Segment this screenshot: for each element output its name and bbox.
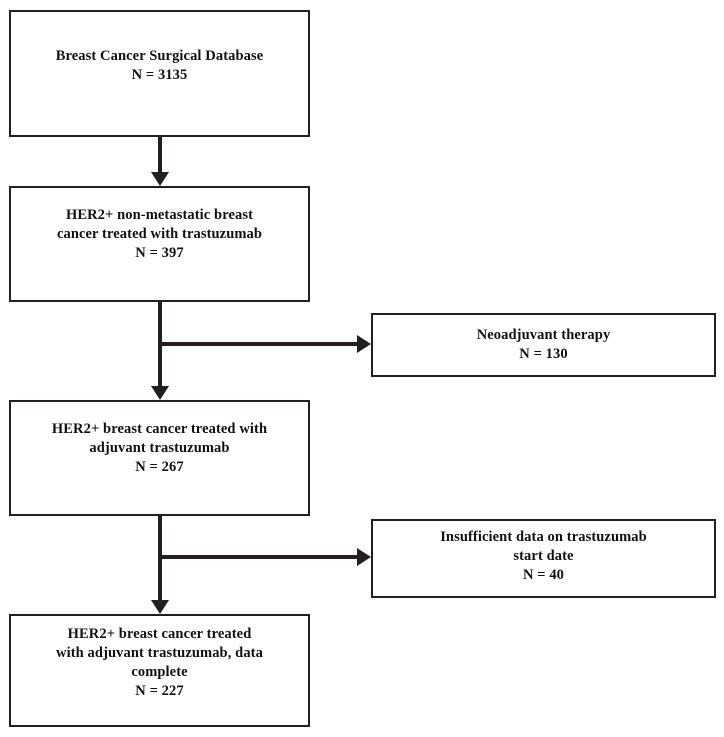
node-label-her2-adjuvant: HER2+ breast cancer treated with adjuvan… (51, 420, 268, 475)
node-breast-cancer-surgical-database: Breast Cancer Surgical Database N = 3135 (9, 10, 310, 137)
arrowhead-down-icon (151, 172, 169, 186)
arrowhead-right-icon (357, 548, 371, 566)
node-her2-adjuvant-data-complete: HER2+ breast cancer treated with adjuvan… (9, 614, 310, 727)
connector-her2-nonmetastatic-to-neoadjuvant (158, 342, 363, 346)
connector-her2-adjuvant-to-insufficient-data (158, 555, 363, 559)
node-her2-adjuvant-trastuzumab: HER2+ breast cancer treated with adjuvan… (9, 400, 310, 516)
node-label-database: Breast Cancer Surgical Database N = 3135 (55, 47, 264, 83)
arrowhead-down-icon (151, 386, 169, 400)
node-her2-nonmetastatic-trastuzumab: HER2+ non-metastatic breast cancer treat… (9, 186, 310, 302)
arrowhead-down-icon (151, 600, 169, 614)
connector-database-to-her2-nonmetastatic (158, 137, 162, 173)
node-neoadjuvant-therapy: Neoadjuvant therapy N = 130 (371, 313, 716, 377)
node-label-her2-nonmetastatic: HER2+ non-metastatic breast cancer treat… (56, 206, 263, 261)
node-label-insufficient-data: Insufficient data on trastuzumab start d… (440, 529, 647, 583)
node-insufficient-data-start-date: Insufficient data on trastuzumab start d… (371, 519, 716, 598)
arrowhead-right-icon (357, 335, 371, 353)
node-label-neoadjuvant: Neoadjuvant therapy N = 130 (476, 327, 611, 362)
node-label-her2-complete: HER2+ breast cancer treated with adjuvan… (56, 625, 263, 699)
